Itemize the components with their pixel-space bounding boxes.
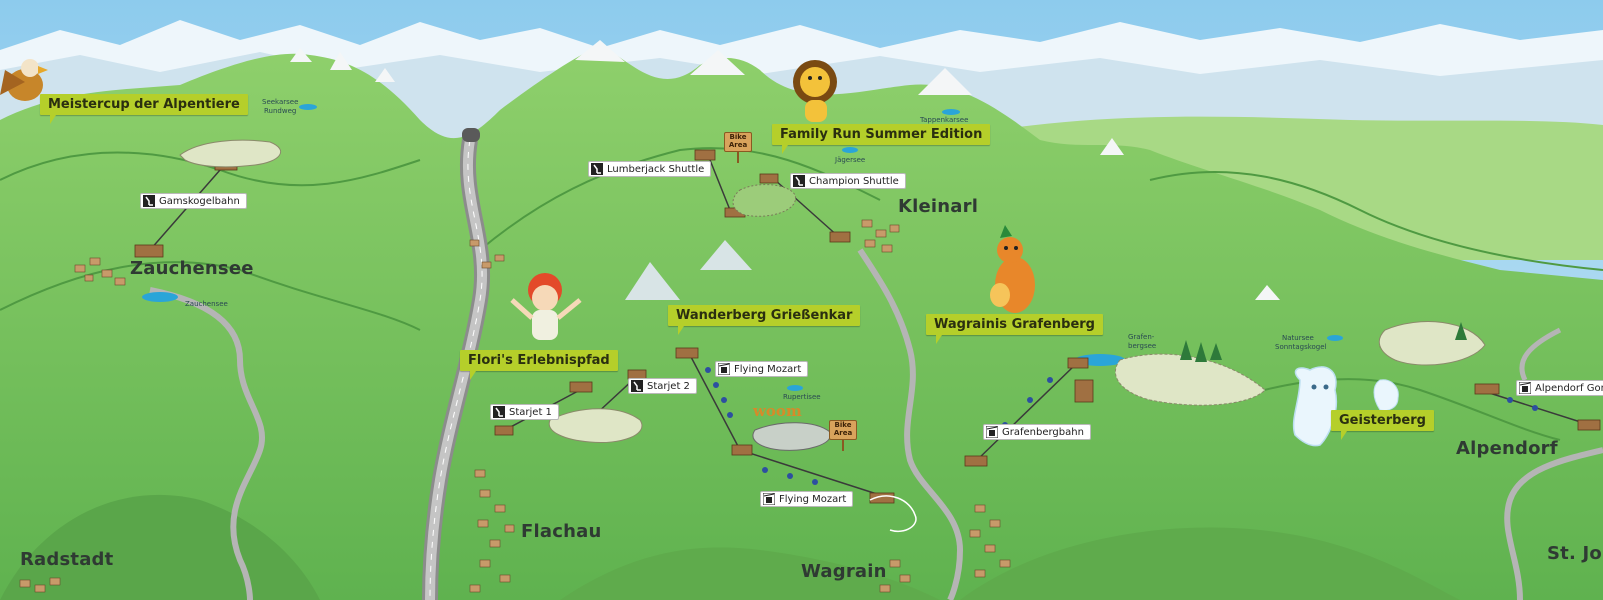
lake-label-seekarsee-rundweg: Rundweg <box>264 107 297 115</box>
lake-label-tappenkarsee: Tappenkarsee <box>920 116 969 124</box>
lift-lumberjack-label: Lumberjack Shuttle <box>607 163 705 175</box>
lift-gamskogelbahn-label: Gamskogelbahn <box>159 195 240 207</box>
chairlift-icon <box>591 163 603 175</box>
attraction-wagrainis[interactable]: Wagrainis Grafenberg <box>926 314 1103 344</box>
gondola-icon <box>762 492 776 506</box>
attraction-family-run[interactable]: Family Run Summer Edition <box>772 124 991 154</box>
town-wagrain: Wagrain <box>801 561 887 582</box>
chairlift-icon <box>493 406 505 418</box>
lift-starjet1-label: Starjet 1 <box>509 406 552 418</box>
bike-area-sign-mid-line2: Area <box>833 429 853 437</box>
lift-champion-label: Champion Shuttle <box>809 175 899 187</box>
lift-starjet2-label: Starjet 2 <box>647 380 690 392</box>
lake-label-jaegersee: Jägersee <box>835 156 866 164</box>
gondola-icon <box>985 425 999 439</box>
lift-flying-mozart-top[interactable]: Flying Mozart <box>715 361 809 377</box>
lake-label-sonntagskogel: Sonntagskogel <box>1275 343 1327 351</box>
town-alpendorf: Alpendorf <box>1456 438 1558 459</box>
eagle-mascot <box>0 59 48 101</box>
lift-flying-mozart-top-label: Flying Mozart <box>734 363 802 375</box>
attraction-geisterberg[interactable]: Geisterberg <box>1331 410 1434 440</box>
attraction-wanderberg[interactable]: Wanderberg Grießenkar <box>668 305 861 335</box>
lake-label-zauchensee: Zauchensee <box>185 300 228 308</box>
woom-logo: woom <box>753 402 802 420</box>
lake-label-natursee: Natursee <box>1282 334 1314 342</box>
lift-alpendorf-gondel-label: Alpendorf Gon <box>1535 382 1603 394</box>
town-st-johann: St. Joh <box>1547 543 1603 564</box>
lift-starjet1[interactable]: Starjet 1 <box>490 404 559 420</box>
attraction-meistercup[interactable]: Meistercup der Alpentiere <box>40 94 248 124</box>
chairlift-icon <box>793 175 805 187</box>
chairlift-icon <box>631 380 643 392</box>
chairlift-icon <box>143 195 155 207</box>
attraction-geisterberg-label: Geisterberg <box>1339 413 1426 428</box>
lake-label-grafenbergsee: bergsee <box>1128 342 1157 350</box>
lake-label-rupertisee: Rupertisee <box>783 393 821 401</box>
town-flachau: Flachau <box>521 521 602 542</box>
lift-champion-shuttle[interactable]: Champion Shuttle <box>790 173 906 189</box>
squirrel-mascot <box>990 225 1035 313</box>
gondola-icon <box>1518 381 1532 395</box>
lift-alpendorf-gondel[interactable]: Alpendorf Gon <box>1516 380 1603 396</box>
lift-grafenbergbahn-label: Grafenbergbahn <box>1002 426 1084 438</box>
lake-label-seekarsee: Seekarsee <box>262 98 299 106</box>
lift-flying-mozart-bottom[interactable]: Flying Mozart <box>760 491 854 507</box>
lift-flying-mozart-bottom-label: Flying Mozart <box>779 493 847 505</box>
attraction-family-run-label: Family Run Summer Edition <box>780 127 983 142</box>
lake-label-grafenberg: Grafen- <box>1128 333 1155 341</box>
lift-starjet2[interactable]: Starjet 2 <box>628 378 697 394</box>
attraction-meistercup-label: Meistercup der Alpentiere <box>48 97 240 112</box>
attraction-wanderberg-label: Wanderberg Grießenkar <box>676 308 853 323</box>
lion-mascot <box>793 60 837 122</box>
lift-gamskogelbahn[interactable]: Gamskogelbahn <box>140 193 247 209</box>
town-zauchensee: Zauchensee <box>130 258 254 279</box>
bike-area-sign-mid-line1: Bike <box>834 421 852 429</box>
town-kleinarl: Kleinarl <box>898 196 979 217</box>
attraction-floris-label: Flori's Erlebnispfad <box>468 353 610 368</box>
bike-area-sign-top-line2: Area <box>728 141 748 149</box>
bike-area-sign-top-line1: Bike <box>729 133 747 141</box>
lift-grafenbergbahn[interactable]: Grafenbergbahn <box>983 424 1091 440</box>
lift-lumberjack-shuttle[interactable]: Lumberjack Shuttle <box>588 161 712 177</box>
town-radstadt: Radstadt <box>20 549 114 570</box>
troll-mascot <box>510 273 582 340</box>
attraction-floris[interactable]: Flori's Erlebnispfad <box>460 350 618 380</box>
attraction-wagrainis-label: Wagrainis Grafenberg <box>934 317 1095 332</box>
ghost-mascot <box>1292 366 1399 447</box>
gondola-icon <box>717 362 731 376</box>
